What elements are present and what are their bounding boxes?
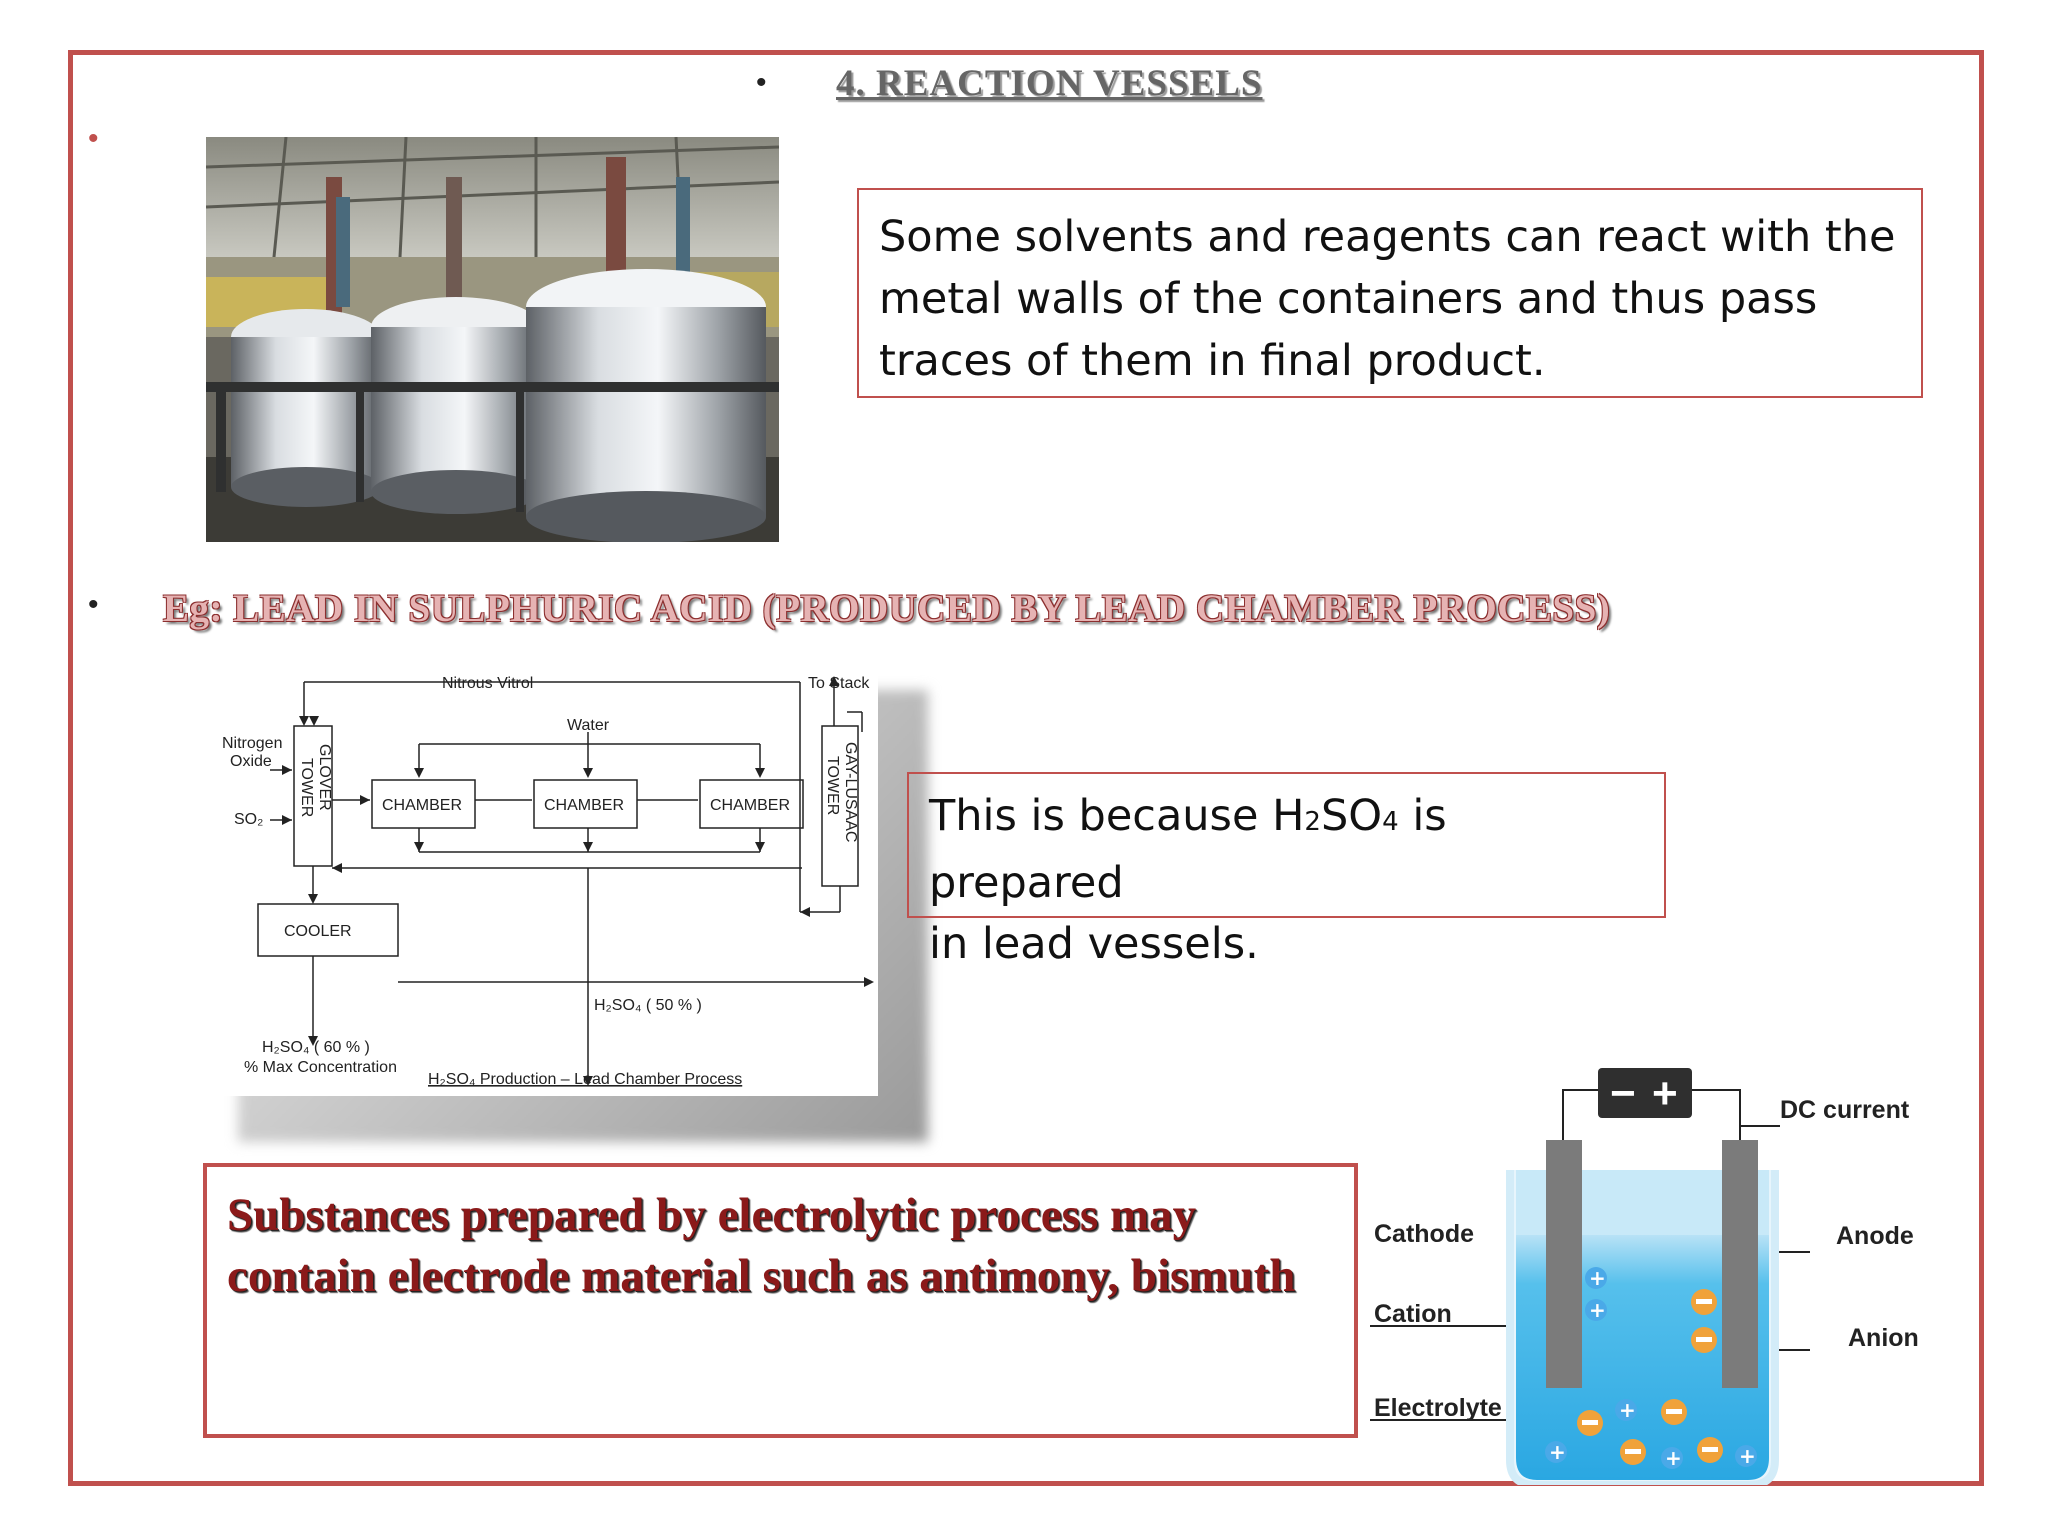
title-bullet: • (756, 66, 767, 99)
so2-label: SO₂ (234, 811, 263, 828)
anion-label: Anion (1848, 1324, 1919, 1352)
svg-text:+: + (1739, 1444, 1756, 1468)
chamber-label-3: CHAMBER (710, 797, 790, 814)
electrolytic-textbox: Substances prepared by electrolytic proc… (203, 1163, 1358, 1438)
cation-label: Cation (1374, 1300, 1452, 1328)
glover-label: GLOVER (316, 744, 333, 811)
svg-text:+: + (1549, 1440, 1566, 1464)
lead-vessels-textbox: This is because H2SO4 is prepared in lea… (907, 772, 1666, 969)
cooler-label: COOLER (284, 923, 352, 940)
dc-current-label: DC current (1780, 1096, 1910, 1124)
gay-lusaac-label: GAY-LUSAAC (842, 742, 859, 842)
to-stack-label: To Stack (808, 675, 870, 692)
lead-chamber-process-diagram: Nitrous Vitrol To Stack Water Nitrogen O… (222, 672, 878, 1096)
max-concentration-label: % Max Concentration (244, 1059, 397, 1076)
lead-vessels-line-2: in lead vessels. (929, 919, 1259, 969)
h2so4-50-label: H₂SO₄ ( 50 % ) (594, 997, 702, 1014)
diagram-caption: H₂SO₄ Production – Lead Chamber Process (428, 1071, 742, 1088)
lead-vessels-line-1: This is because H2SO4 is prepared (929, 791, 1447, 908)
nitrous-vitrol-label: Nitrous Vitrol (442, 675, 533, 692)
svg-text:+: + (1619, 1398, 1636, 1422)
svg-text:+: + (1665, 1446, 1682, 1470)
battery-minus: − (1610, 1069, 1636, 1118)
slide-frame (68, 50, 1984, 1486)
battery-plus: + (1652, 1069, 1678, 1118)
cathode-label: Cathode (1374, 1220, 1474, 1248)
metal-walls-textbox: Some solvents and reagents can react wit… (857, 188, 1923, 398)
electrolysis-diagram: − + + + + + + + DC current Cathode Anode… (1370, 1068, 1919, 1485)
svg-text:+: + (1589, 1266, 1606, 1290)
oxide-label: Oxide (230, 753, 272, 770)
anode-label: Anode (1836, 1222, 1914, 1250)
chamber-label-2: CHAMBER (544, 797, 624, 814)
eg-heading: Eg: LEAD IN SULPHURIC ACID (PRODUCED BY … (163, 587, 1611, 630)
photo-bullet: • (88, 122, 99, 155)
reaction-vessels-photo (206, 137, 779, 542)
glover-tower-label: TOWER (298, 758, 315, 817)
eg-bullet: • (88, 588, 99, 621)
chamber-label-1: CHAMBER (382, 797, 462, 814)
water-label: Water (567, 717, 610, 734)
svg-text:+: + (1589, 1298, 1606, 1322)
electrolyte-label: Electrolyte (1374, 1394, 1502, 1422)
slide-title: 4. REACTION VESSELS (836, 63, 1263, 104)
h2so4-60-label: H₂SO₄ ( 60 % ) (262, 1039, 370, 1056)
nitrogen-label: Nitrogen (222, 735, 282, 752)
gay-lusaac-tower-label: TOWER (824, 756, 841, 815)
